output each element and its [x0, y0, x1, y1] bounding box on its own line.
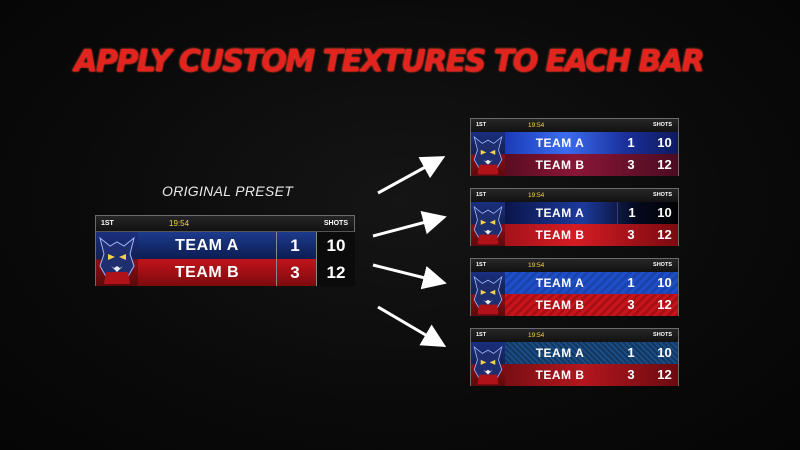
team-b-row: TEAM B 3 12	[505, 364, 678, 386]
period-label: 1ST	[476, 192, 487, 198]
texture-variant-4-scoreboard: 1ST 19:54 SHOTS TEAM A 1 10 TEAM B 3 12	[470, 328, 679, 386]
team-b-score: 3	[627, 227, 635, 242]
shots-label: SHOTS	[323, 220, 348, 227]
game-clock: 19:54	[528, 122, 545, 129]
team-b-name: TEAM B	[535, 298, 585, 312]
team-b-row: TEAM B 3 12	[138, 259, 355, 286]
mascot-logo-icon	[471, 272, 505, 316]
team-b-shots: 12	[657, 227, 672, 242]
team-b-score: 3	[627, 297, 635, 312]
texture-variant-1-scoreboard: 1ST 19:54 SHOTS TEAM A 1 10 TEAM B 3 12	[470, 118, 679, 176]
team-a-shots: 10	[657, 275, 672, 290]
team-a-row: TEAM A 1 10	[505, 342, 678, 364]
team-a-row: TEAM A 1 10	[505, 132, 678, 154]
shots-label: SHOTS	[653, 122, 672, 128]
team-a-name: TEAM A	[535, 276, 585, 290]
arrow-icon	[372, 263, 447, 290]
team-a-name: TEAM A	[535, 136, 585, 150]
team-b-score: 3	[627, 367, 635, 382]
scoreboard-top-bar: 1ST 19:54 SHOTS	[96, 216, 354, 232]
team-b-score: 3	[276, 259, 313, 286]
team-a-shots: 10	[316, 232, 355, 259]
team-b-score: 3	[627, 157, 635, 172]
game-clock: 19:54	[169, 219, 190, 228]
team-a-shots: 10	[657, 345, 672, 360]
team-a-score: 1	[617, 202, 646, 224]
original-scoreboard: 1ST 19:54 SHOTS TEAM A 1 10 TEAM B 3 12	[95, 215, 355, 286]
arrow-icon	[372, 211, 447, 238]
period-label: 1ST	[101, 220, 114, 227]
team-a-name: TEAM A	[175, 237, 239, 254]
team-b-name: TEAM B	[535, 228, 585, 242]
team-a-score: 1	[276, 232, 313, 259]
game-clock: 19:54	[528, 192, 545, 199]
team-b-row: TEAM B 3 12	[505, 154, 678, 176]
team-a-shots: 10	[657, 135, 672, 150]
team-b-shots: 12	[657, 297, 672, 312]
team-b-row: TEAM B 3 12	[505, 224, 678, 246]
arrow-icon	[377, 305, 447, 348]
shots-label: SHOTS	[653, 192, 672, 198]
arrow-icon	[377, 156, 446, 195]
game-clock: 19:54	[528, 262, 545, 269]
headline: APPLY CUSTOM TEXTURES TO EACH BAR	[74, 44, 705, 79]
period-label: 1ST	[476, 262, 487, 268]
team-a-score: 1	[627, 135, 635, 150]
team-b-name: TEAM B	[535, 368, 585, 382]
period-label: 1ST	[476, 122, 487, 128]
team-a-name: TEAM A	[535, 206, 585, 220]
team-a-name: TEAM A	[535, 346, 585, 360]
texture-variant-2-scoreboard: 1ST 19:54 SHOTS TEAM A 1 10 TEAM B 3 12	[470, 188, 679, 246]
mascot-logo-icon	[471, 342, 505, 386]
shots-label: SHOTS	[653, 332, 672, 338]
team-b-shots: 12	[316, 259, 355, 286]
team-a-score: 1	[627, 275, 635, 290]
team-b-name: TEAM B	[535, 158, 585, 172]
team-a-row: TEAM A 1 10	[505, 272, 678, 294]
period-label: 1ST	[476, 332, 487, 338]
team-b-shots: 12	[657, 157, 672, 172]
shots-label: SHOTS	[653, 262, 672, 268]
mascot-logo-icon	[96, 232, 138, 286]
team-a-shots: 10	[657, 205, 672, 220]
team-a-row: TEAM A 1 10	[138, 232, 355, 259]
game-clock: 19:54	[528, 332, 545, 339]
original-preset-label: ORIGINAL PRESET	[162, 183, 294, 199]
team-b-name: TEAM B	[174, 264, 240, 281]
mascot-logo-icon	[471, 202, 505, 246]
team-a-row: TEAM A 1 10	[505, 202, 678, 224]
team-b-row: TEAM B 3 12	[505, 294, 678, 316]
texture-variant-3-scoreboard: 1ST 19:54 SHOTS TEAM A 1 10 TEAM B 3 12	[470, 258, 679, 316]
mascot-logo-icon	[471, 132, 505, 176]
team-b-shots: 12	[657, 367, 672, 382]
team-a-score: 1	[627, 345, 635, 360]
